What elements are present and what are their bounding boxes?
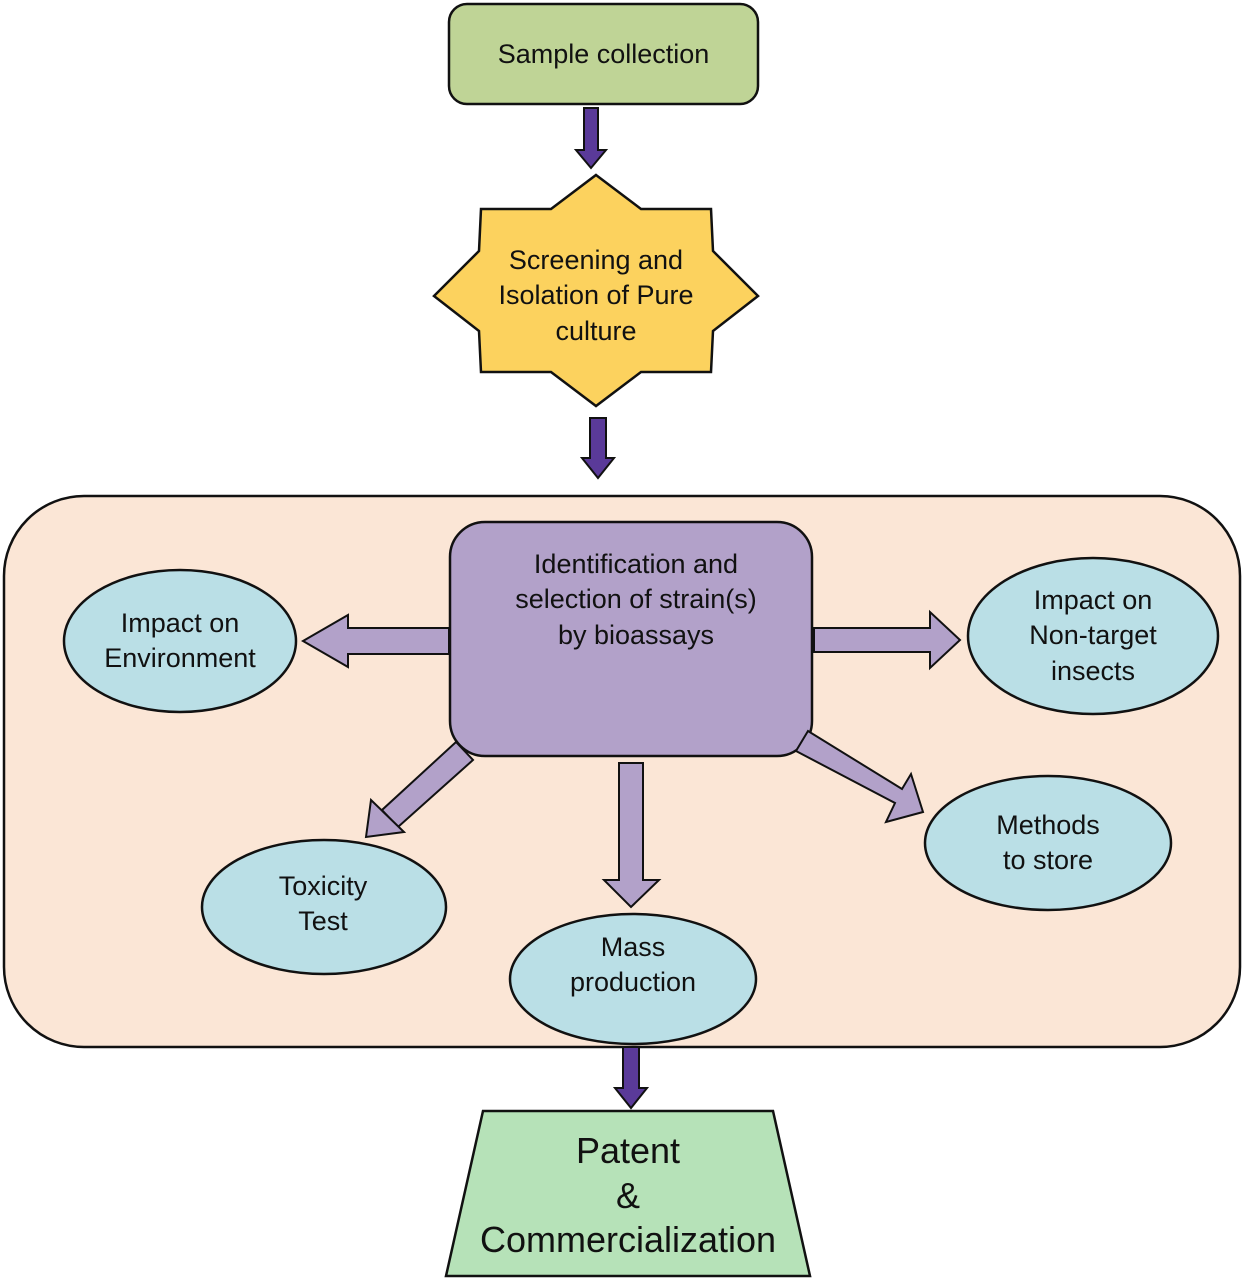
methods-store-label: Methods to store — [945, 802, 1151, 884]
identification-line-1: Identification and — [533, 549, 739, 580]
impact-nontarget-label: Impact on Non-target insects — [983, 578, 1203, 694]
methods-store-ellipse — [923, 774, 1173, 912]
patent-line-2: & — [615, 1174, 640, 1216]
patent-label: Patent & Commercialization — [450, 1118, 806, 1274]
screening-label: Screening and Isolation of Pure culture — [470, 236, 722, 356]
impact-environment-line-2: Environment — [104, 643, 256, 673]
mass-production-ellipse — [508, 912, 758, 1046]
toxicity-test-label: Toxicity Test — [220, 863, 426, 945]
arrow-to-toxicity-test-head — [364, 797, 407, 839]
arrow-to-impact-environment — [301, 613, 450, 669]
toxicity-test-line-1: Toxicity — [278, 870, 368, 901]
patent-line-1: Patent — [575, 1130, 681, 1172]
toxicity-test-line-2: Test — [298, 906, 348, 936]
identification-label: Identification and selection of strain(s… — [470, 545, 802, 655]
mass-production-label: Mass production — [530, 924, 736, 1006]
screening-line-2: Isolation of Pure — [498, 280, 694, 311]
impact-nontarget-line-1: Impact on — [1033, 585, 1153, 616]
impact-nontarget-ellipse — [966, 556, 1220, 716]
impact-nontarget-line-3: insects — [1050, 655, 1136, 686]
arrow-sample-to-screening — [573, 107, 609, 170]
screening-star — [432, 173, 760, 408]
mass-production-line-1: Mass — [600, 931, 666, 962]
sample-collection-line-1: Sample collection — [497, 38, 710, 69]
identification-line-3: by bioassays — [557, 619, 715, 650]
methods-store-line-2: to store — [1002, 845, 1094, 875]
screening-line-1: Screening and — [508, 245, 684, 276]
impact-environment-ellipse — [62, 568, 298, 714]
patent-line-3: Commercialization — [479, 1219, 777, 1261]
sample-collection-label: Sample collection — [449, 4, 758, 104]
impact-environment-line-1: Impact on — [120, 607, 240, 638]
sample-collection-box — [447, 2, 760, 106]
arrow-screening-to-identification — [579, 417, 617, 480]
identification-line-2: selection of strain(s) — [515, 584, 757, 615]
toxicity-test-ellipse — [200, 838, 448, 976]
arrow-mass-to-patent — [612, 1046, 650, 1110]
arrow-to-mass-production — [601, 762, 662, 909]
impact-nontarget-line-2: Non-target — [1029, 620, 1157, 651]
arrow-to-impact-nontarget — [813, 609, 962, 671]
methods-store-line-1: Methods — [996, 809, 1100, 840]
mass-production-line-2: production — [569, 967, 697, 997]
screening-line-3: culture — [555, 315, 637, 346]
arrow-to-methods-store — [794, 729, 925, 824]
impact-environment-label: Impact on Environment — [74, 600, 286, 682]
patent-trapezoid — [444, 1109, 812, 1278]
